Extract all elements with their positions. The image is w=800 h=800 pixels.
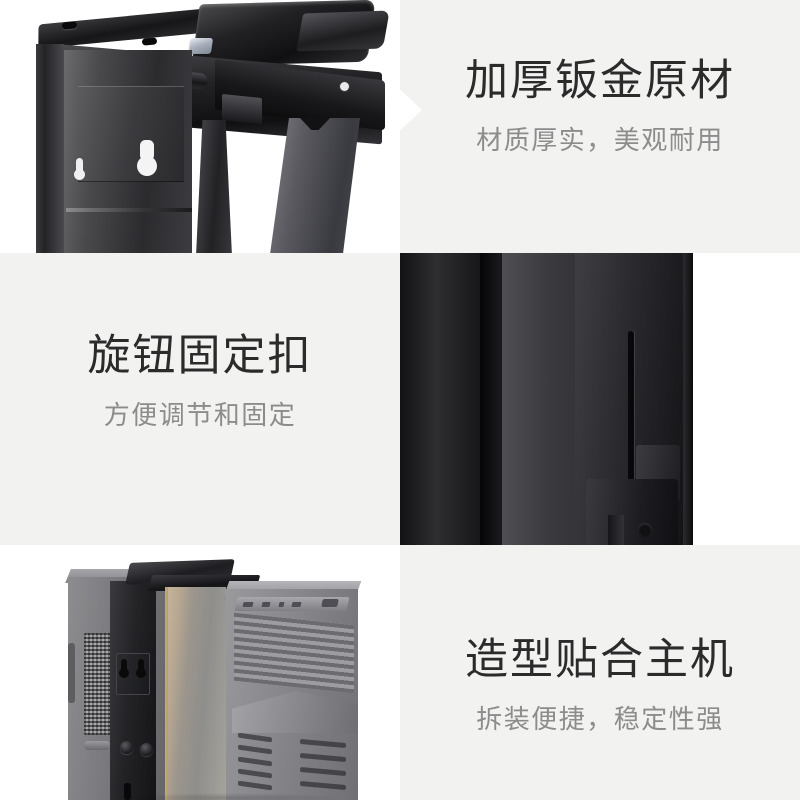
pc-io-port [291,602,302,607]
pc-drive-bay-grid [234,612,354,694]
bracket-knob-hole [140,743,153,756]
feature-headline: 旋钮固定扣 [87,332,313,380]
bracket-plate-edge [683,253,693,545]
bracket-leg-right [269,118,360,253]
installed-photo-illustration [0,545,400,800]
product-photo-installed [0,545,400,800]
deck-mount-hole [340,82,349,91]
feature-section-shape: 造型贴合主机 拆装便捷，稳定性强 [0,545,800,800]
feature-text-material: 加厚钣金原材 材质厚实，美观耐用 [400,0,800,253]
pc-case-side-panel [168,587,226,800]
bracket-knob-hole [120,741,133,754]
product-photo-bracket [0,0,400,253]
slot-hole [141,37,158,46]
feature-text-block: 旋钮固定扣 方便调节和固定 [0,332,400,431]
bracket-lower-hole [638,523,652,537]
chevron-right-icon [392,82,422,138]
bracket-deck-support [222,93,262,125]
bracket-lower-slot [124,783,131,800]
photo-drop-shadow [120,793,340,800]
feature-text-block: 造型贴合主机 拆装便捷，稳定性强 [400,636,800,735]
bracket-keyhole-slot [119,659,129,678]
photo-white-background [693,253,800,545]
bracket-column-back [400,253,480,545]
bracket-keyhole-slot-small [74,158,85,180]
bracket-panel-inset [78,86,184,182]
feature-text-shape: 造型贴合主机 拆装便捷，稳定性强 [400,545,800,800]
product-photo-knob [400,253,800,545]
feature-subline: 材质厚实，美观耐用 [476,125,724,156]
feature-headline: 造型贴合主机 [465,636,735,684]
feature-section-knob: 旋钮固定扣 方便调节和固定 [0,253,800,545]
bracket-adjust-groove [628,331,634,481]
bracket-keyhole-slot [137,140,157,176]
feature-subline: 方便调节和固定 [103,400,297,431]
bracket-lower-block [586,479,678,545]
bracket-keyhole-slot [136,659,146,678]
bracket-center-screw [188,38,214,54]
bracket-left-column [36,44,64,253]
pc-io-port [321,599,339,607]
pc-io-port [261,602,271,607]
feature-section-material: 加厚钣金原材 材质厚实，美观耐用 [0,0,800,253]
pc-io-port [242,602,254,607]
pc-rear-handle [84,741,110,750]
feature-text-block: 加厚钣金原材 材质厚实，美观耐用 [400,57,800,156]
feature-text-knob: 旋钮固定扣 方便调节和固定 [0,253,400,545]
feature-subline: 拆装便捷，稳定性强 [476,704,724,735]
bracket-photo-illustration [0,0,400,253]
pc-rear-slot [68,643,75,703]
bracket-leg-center [196,120,232,253]
bracket-column-gap [480,253,502,545]
bracket-lower-stem [608,515,624,545]
feature-headline: 加厚钣金原材 [465,57,735,105]
bracket-panel-seam [66,208,192,212]
knob-photo-illustration [400,253,800,545]
bracket-top-wing [296,10,390,52]
